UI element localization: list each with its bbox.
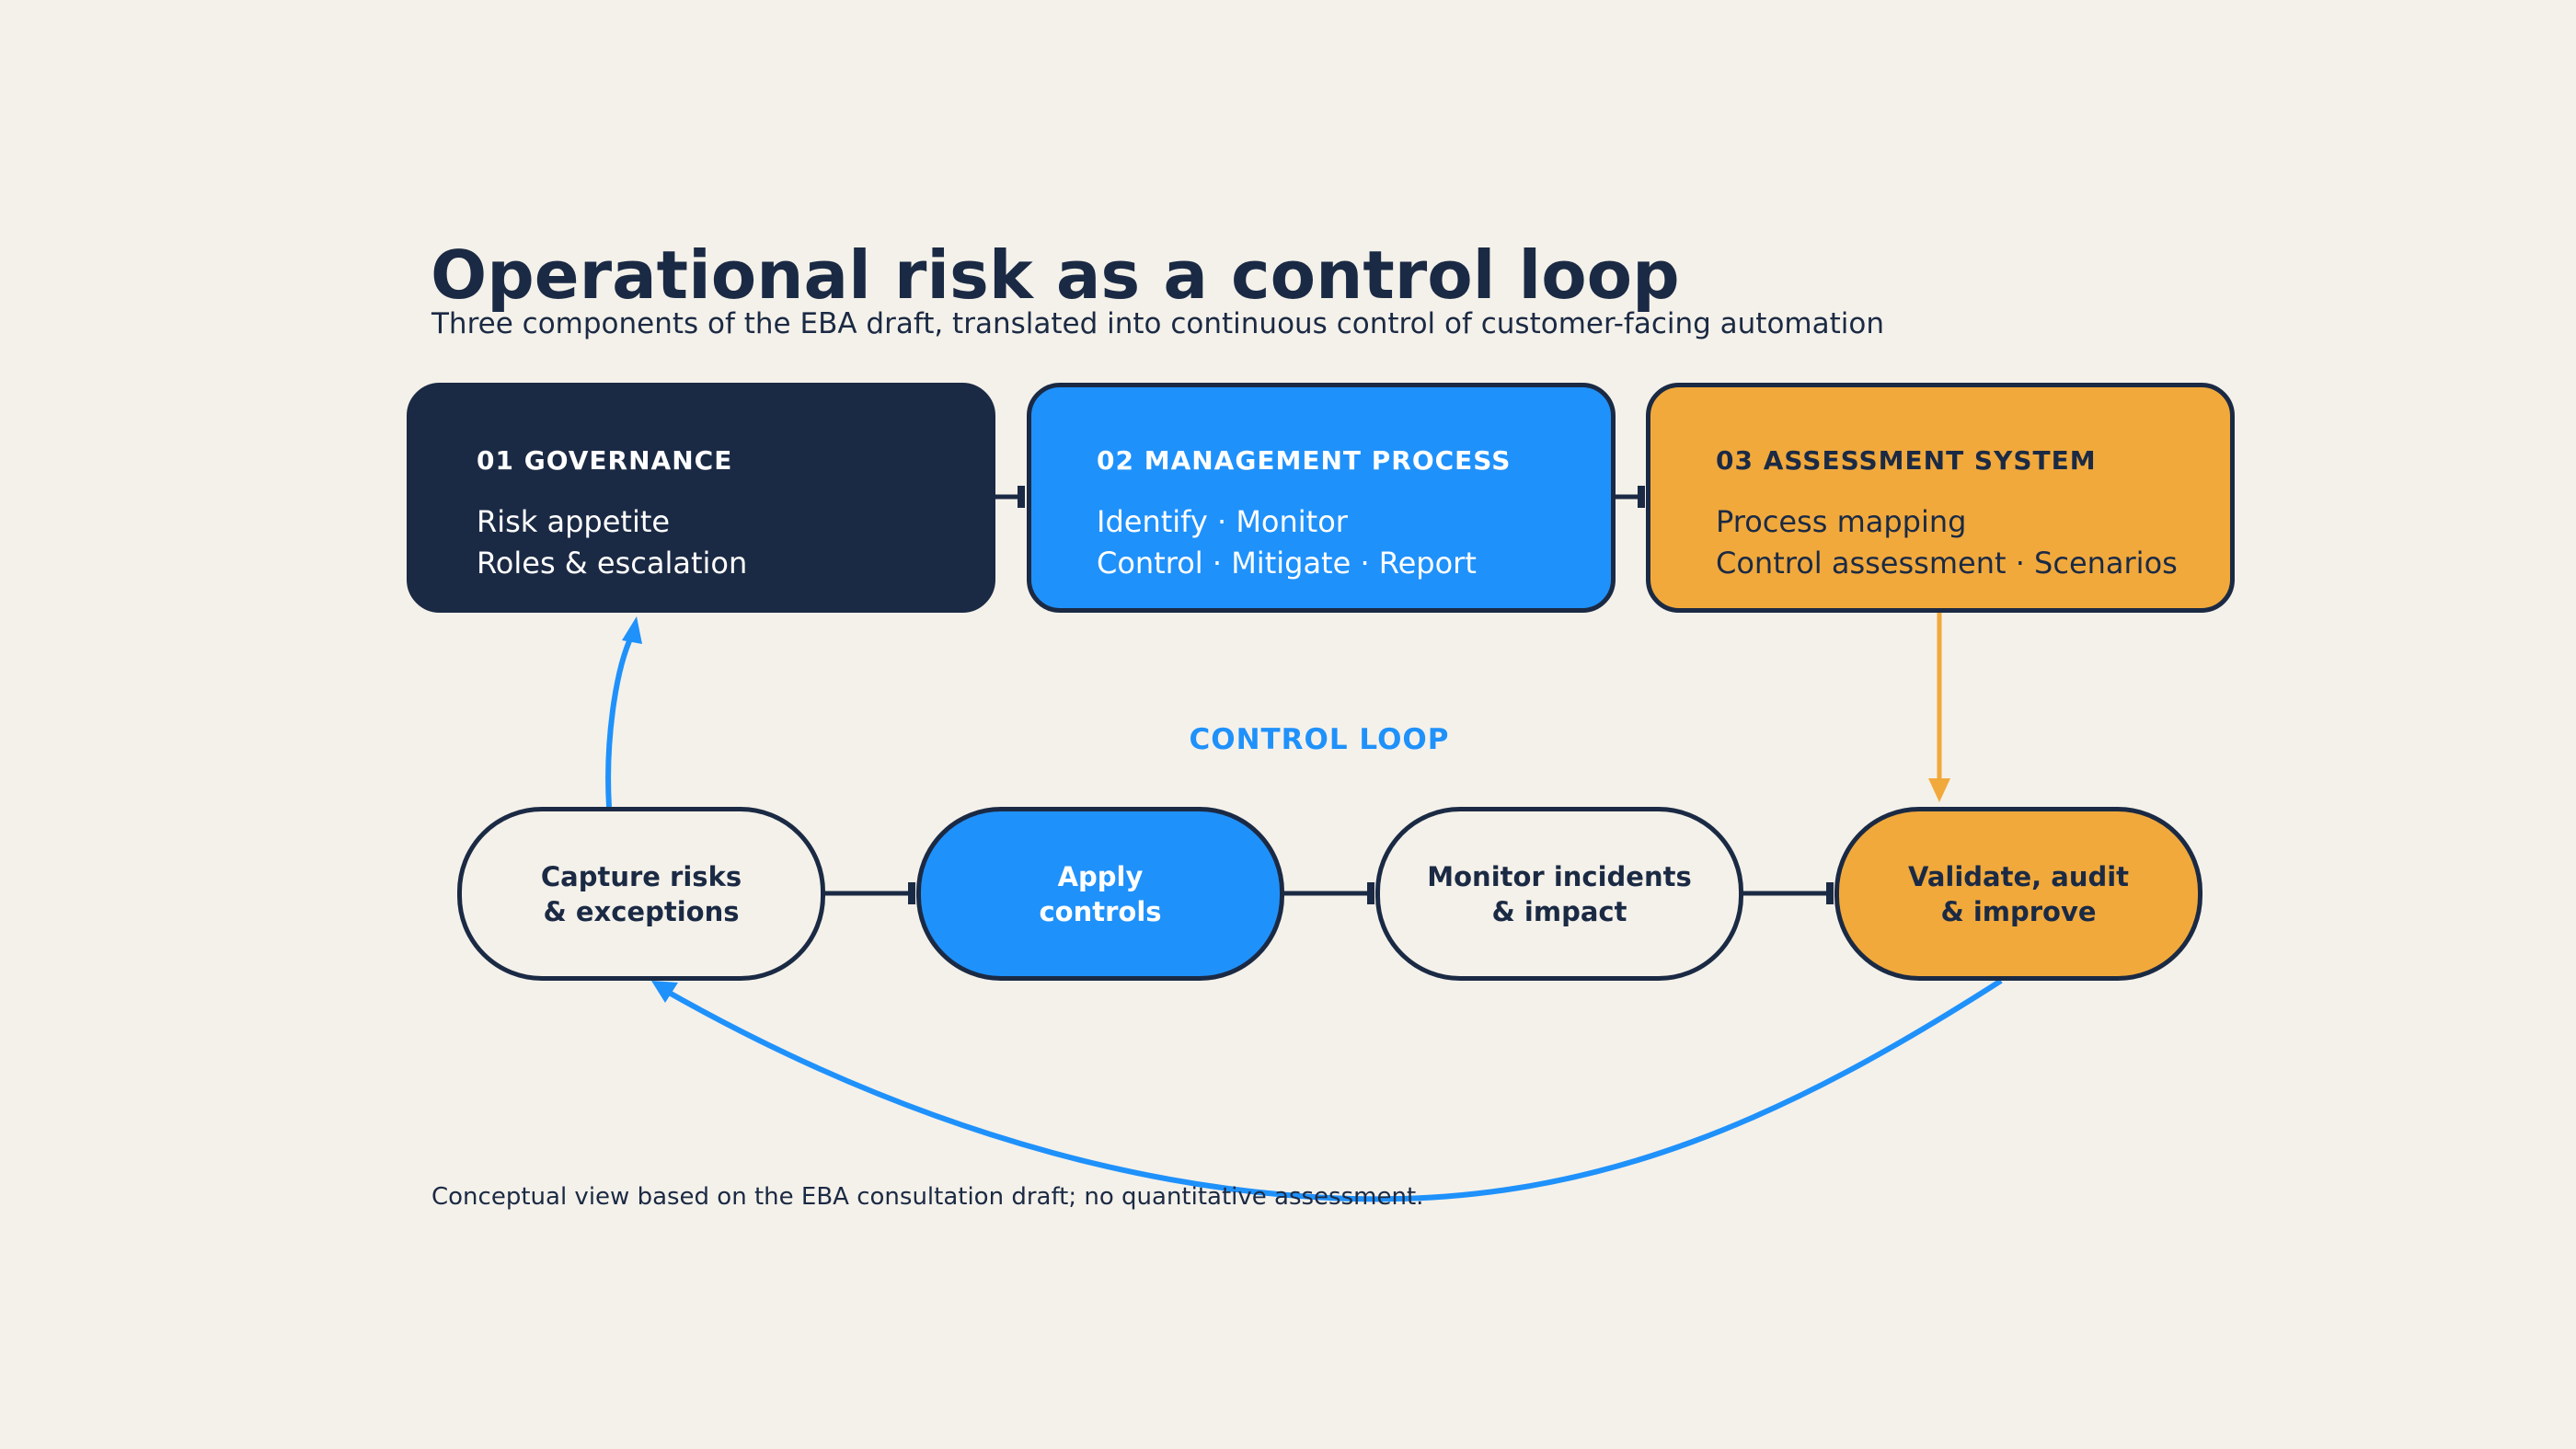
loop-step-label: Capture risks & exceptions	[540, 860, 742, 927]
footnote: Conceptual view based on the EBA consult…	[431, 1183, 1424, 1211]
connector-cap	[908, 882, 915, 904]
assessment-system-card-line: Control assessment · Scenarios	[1716, 546, 2178, 581]
management-process-card-title: 02 MANAGEMENT PROCESS	[1097, 445, 1512, 476]
loop-step-apply-controls: Apply controls	[916, 807, 1284, 981]
connector-cap	[1638, 486, 1645, 508]
connector-cap	[1367, 882, 1374, 904]
governance-card: 01 GOVERNANCE Risk appetite Roles & esca…	[407, 383, 995, 613]
arrowhead-assessment-validate	[1928, 778, 1950, 802]
arrowhead-capture-governance	[622, 616, 642, 644]
loop-step-label: Apply controls	[1039, 860, 1162, 927]
management-process-card: 02 MANAGEMENT PROCESS Identify · Monitor…	[1027, 383, 1616, 613]
connector-cap	[1826, 882, 1834, 904]
loop-step-label: Monitor incidents & impact	[1427, 860, 1692, 927]
governance-card-line: Risk appetite	[477, 504, 671, 539]
management-process-card-line: Identify · Monitor	[1097, 504, 1348, 539]
management-process-card-line: Control · Mitigate · Report	[1097, 546, 1477, 581]
page-subtitle: Three components of the EBA draft, trans…	[431, 307, 1885, 340]
loop-step-capture-risks: Capture risks & exceptions	[457, 807, 825, 981]
assessment-system-card-line: Process mapping	[1716, 504, 1967, 539]
arrow-validate-capture	[662, 978, 2003, 1202]
loop-step-monitor-incidents: Monitor incidents & impact	[1375, 807, 1743, 981]
assessment-system-card-title: 03 ASSESSMENT SYSTEM	[1716, 445, 2097, 476]
loop-step-label: Validate, audit & improve	[1907, 860, 2130, 927]
page-title: Operational risk as a control loop	[431, 236, 1680, 314]
control-loop-label: CONTROL LOOP	[1189, 723, 1450, 756]
assessment-system-card: 03 ASSESSMENT SYSTEM Process mapping Con…	[1646, 383, 2235, 613]
arrowhead-validate-capture	[651, 981, 678, 1003]
arrow-capture-governance	[605, 633, 635, 808]
connector-cap	[1018, 486, 1025, 508]
governance-card-title: 01 GOVERNANCE	[477, 445, 733, 476]
governance-card-line: Roles & escalation	[477, 546, 748, 581]
loop-step-validate-audit: Validate, audit & improve	[1834, 807, 2202, 981]
